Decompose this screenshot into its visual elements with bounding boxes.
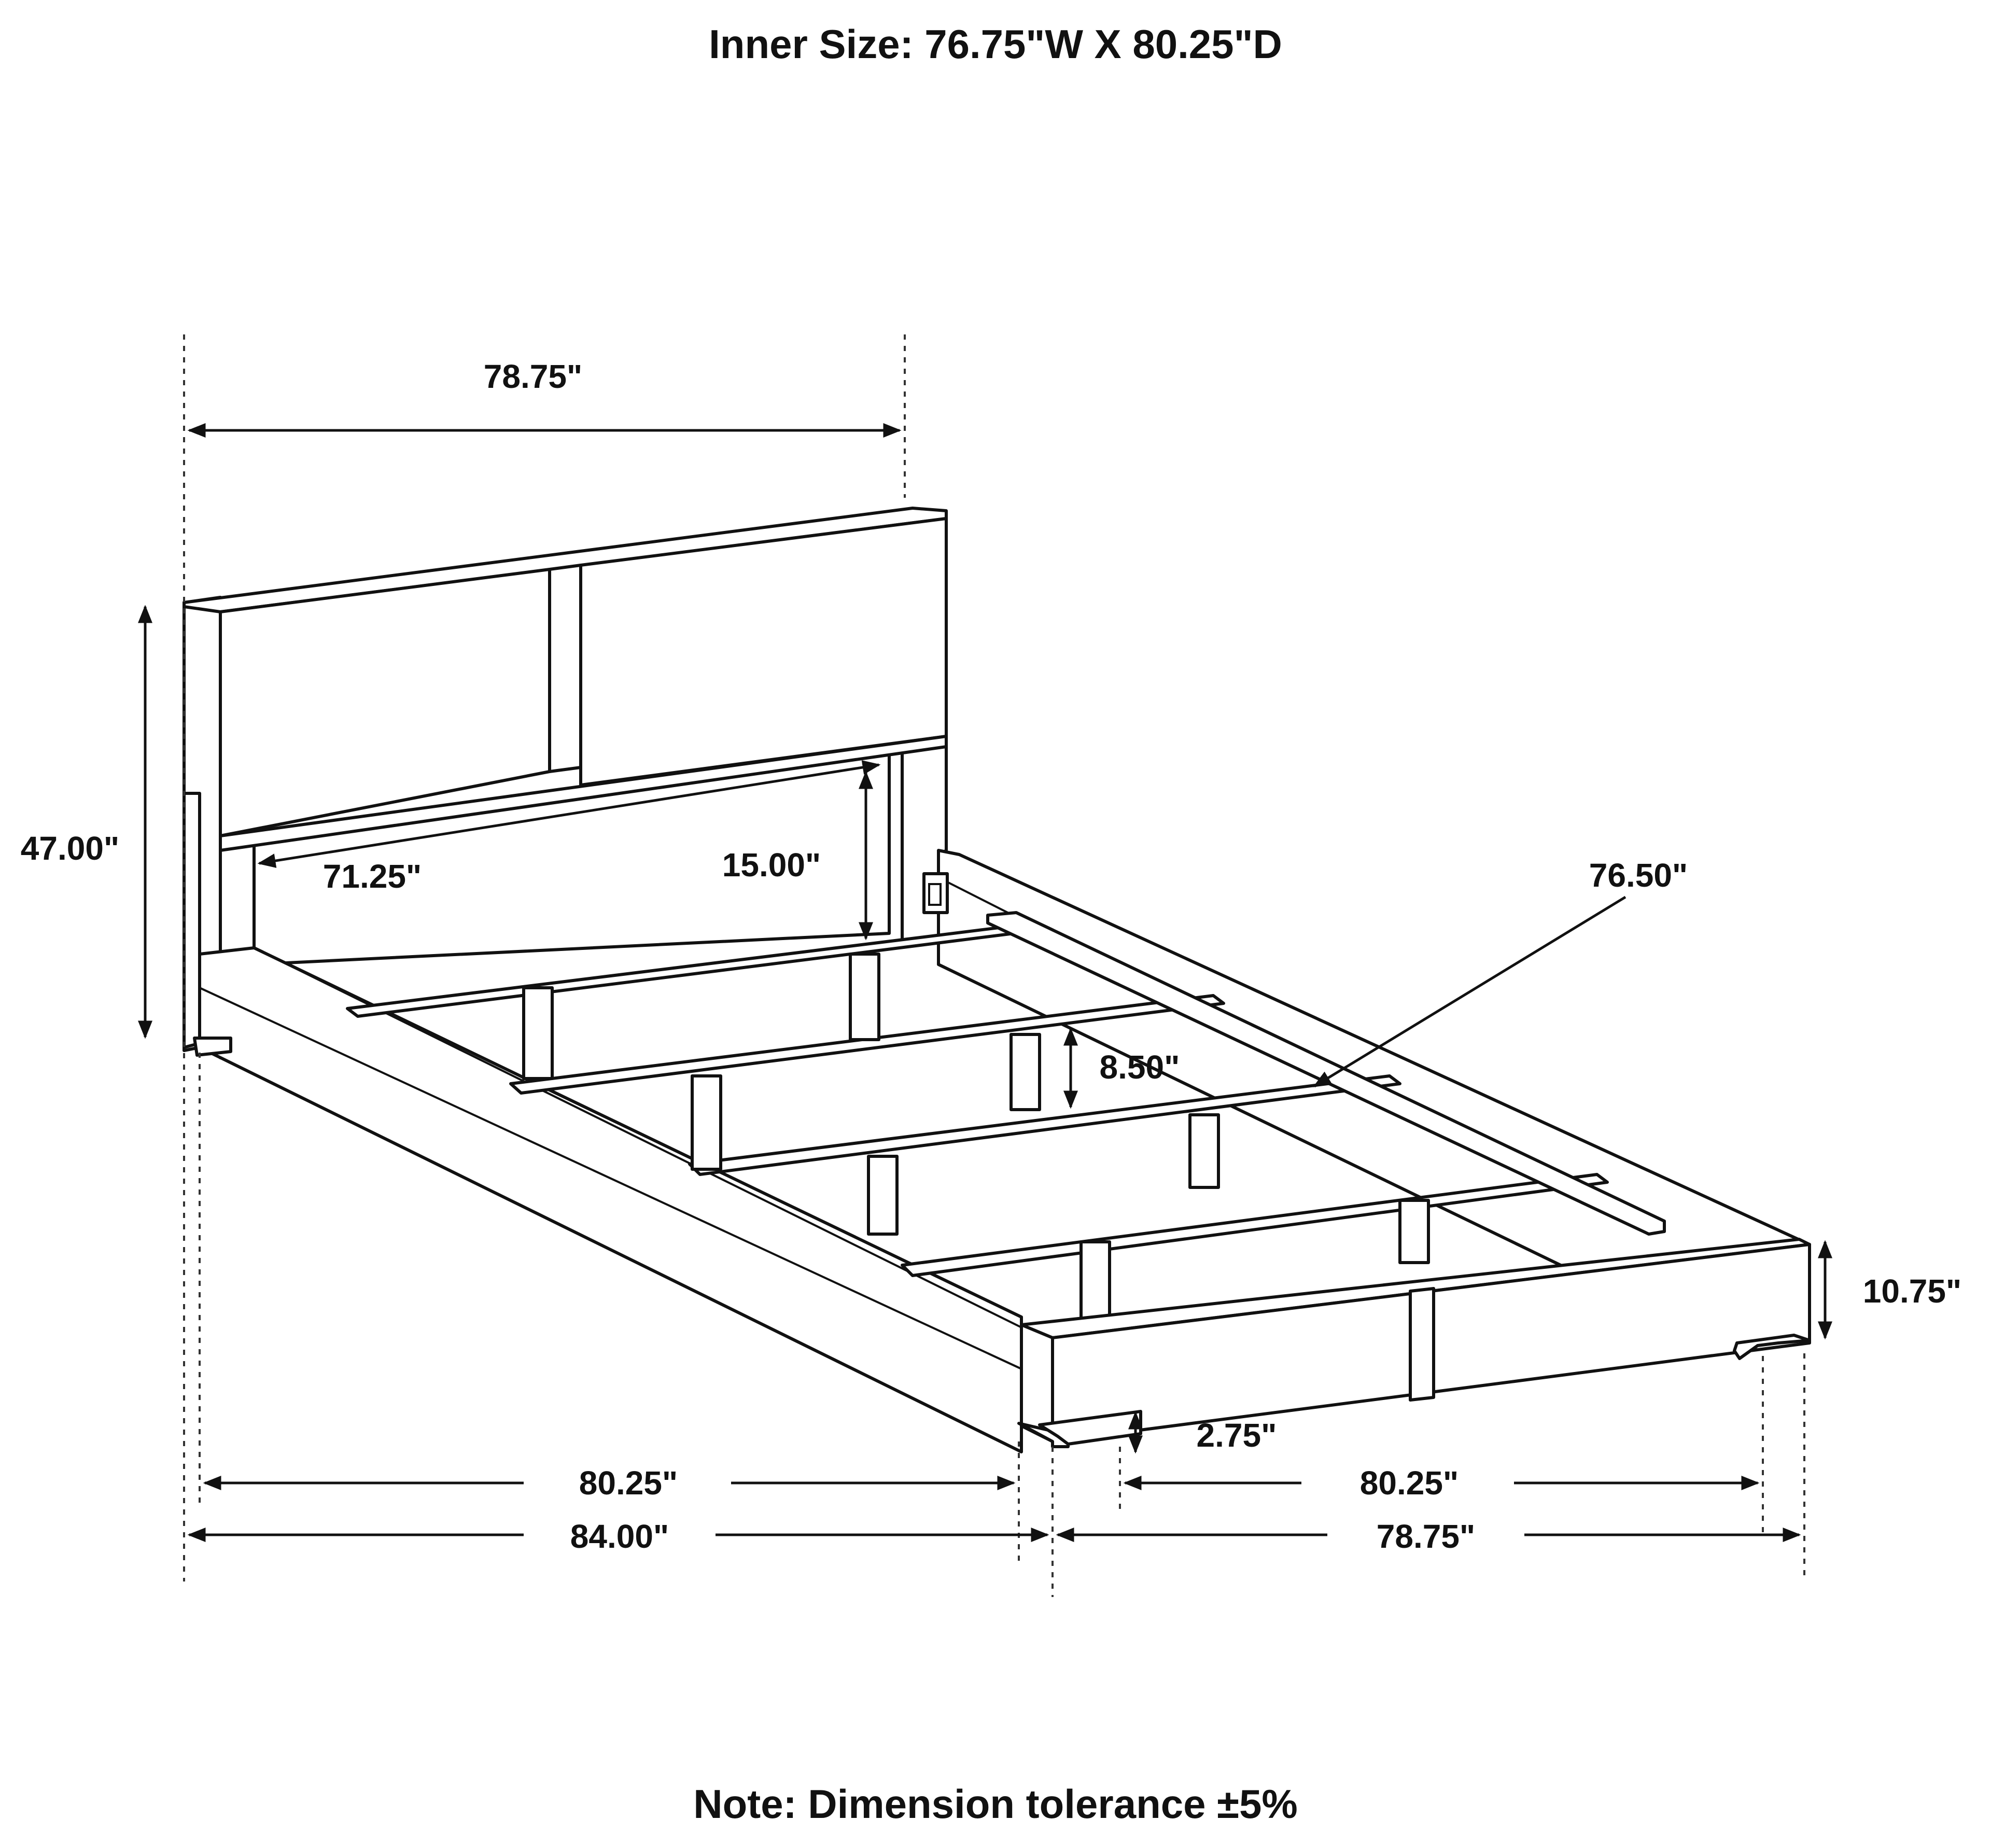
support-leg [1079,1240,1111,1324]
support-leg [1398,1199,1430,1264]
leg-foot-right [1733,1334,1811,1360]
slat-4 [901,1173,1609,1277]
label-rail-height: 8.50" [1100,1048,1180,1086]
footboard-center-strip [1409,1287,1435,1402]
support-leg [1188,1113,1220,1189]
inner-size-title: Inner Size: 76.75"W X 80.25"D [709,21,1282,67]
support-leg [1009,1033,1041,1111]
slat-2 [509,994,1225,1095]
label-floor-clearance: 2.75" [1197,1417,1277,1454]
center-rail [986,911,1666,1236]
bed-frame-drawing [183,507,1811,1453]
support-leg [849,953,880,1041]
dim-line-slat-length [1313,895,1627,1088]
tolerance-note: Note: Dimension tolerance ±5% [693,1781,1297,1827]
slat-3 [688,1074,1401,1176]
dimension-lines [138,334,1832,1597]
label-headboard-width: 78.75" [484,358,583,395]
label-footboard-height: 10.75" [1863,1272,1962,1310]
support-leg [522,986,554,1080]
label-inner-length: 80.25" [1360,1464,1459,1502]
label-side-rail-length: 80.25" [579,1464,678,1502]
support-leg [867,1155,899,1236]
rail-bracket [922,872,949,914]
support-leg [691,1074,722,1171]
label-overall-width: 78.75" [1377,1518,1476,1555]
headboard-cushion-left [219,568,551,837]
label-overall-length: 84.00" [570,1518,669,1555]
label-inner-width: 71.25" [323,858,422,895]
label-headboard-clearance: 15.00" [722,846,821,884]
headboard-center-strip [548,564,582,773]
label-slat-length: 76.50" [1589,857,1688,894]
headboard-left-base [183,792,201,1049]
leg-front-left [193,1037,232,1057]
dim-line-inner-width [257,760,881,868]
label-overall-height: 47.00" [21,830,120,867]
